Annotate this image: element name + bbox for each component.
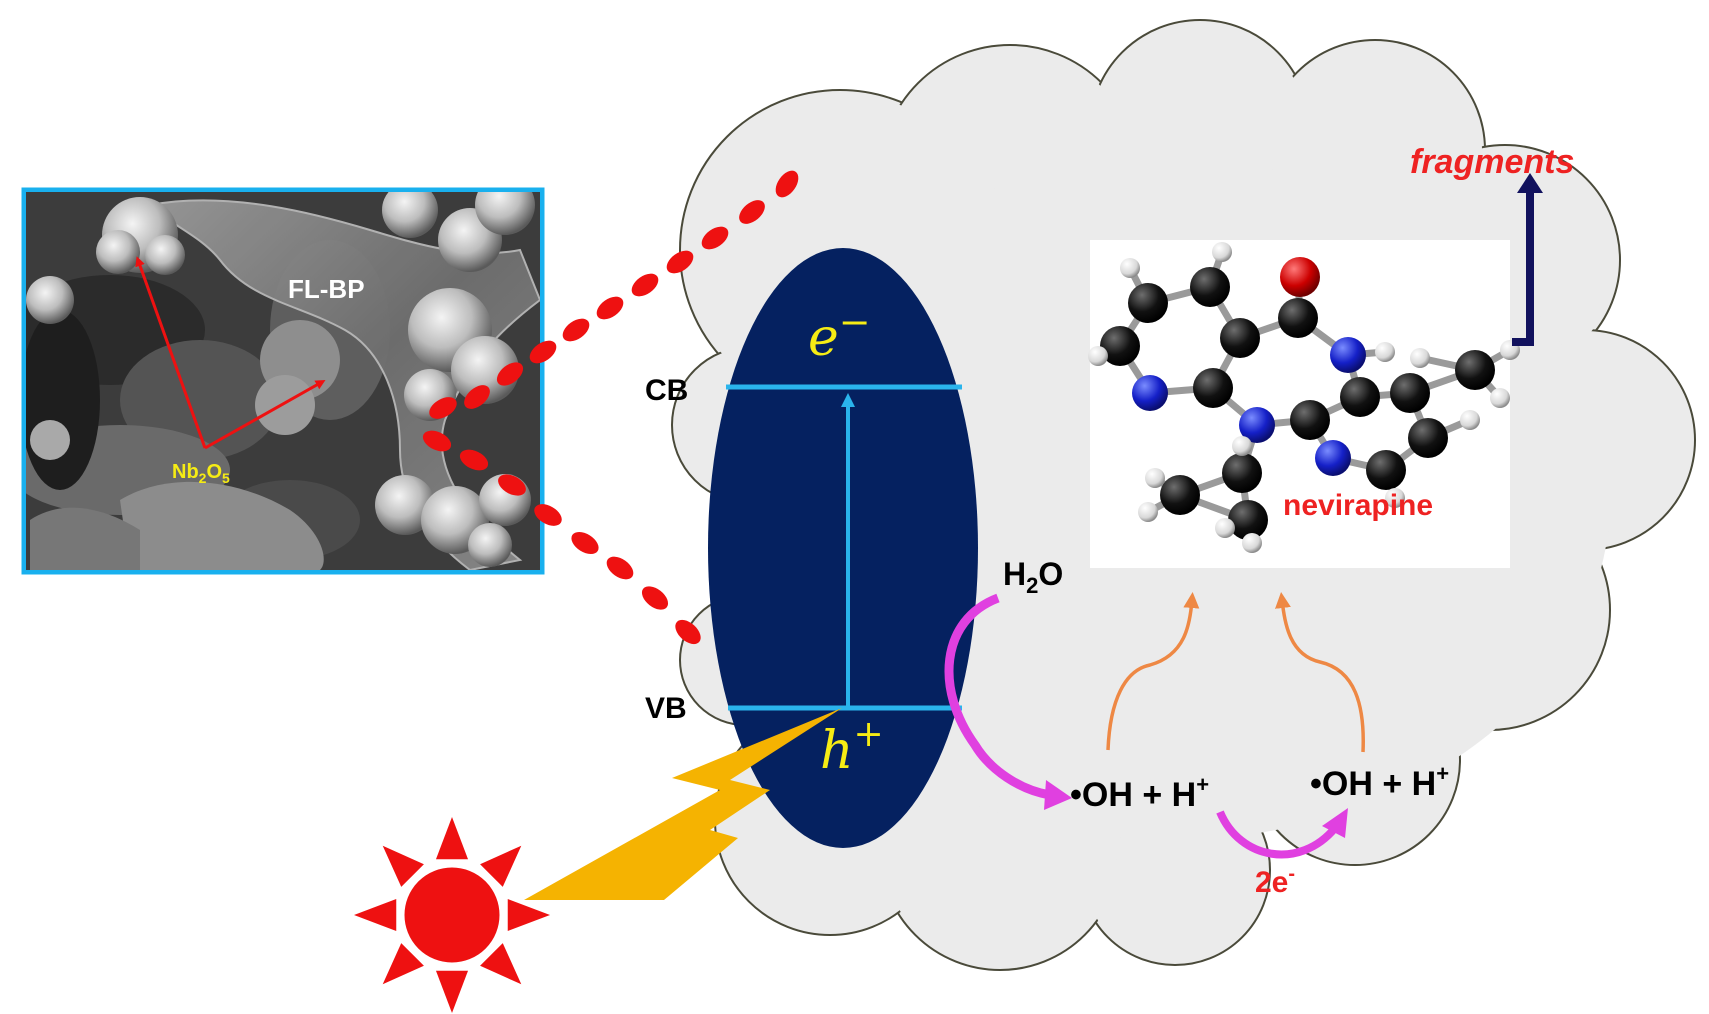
lightning-bolt-icon [524, 708, 842, 900]
nevirapine-label: nevirapine [1283, 489, 1433, 522]
carbon-atom [1340, 377, 1380, 417]
carbon-atom [1390, 373, 1430, 413]
connector-dot [641, 586, 669, 610]
carbon-atom [1100, 326, 1140, 366]
hydrogen-atom [1242, 533, 1262, 553]
carbon-atom [1228, 500, 1268, 540]
sun-ray [435, 817, 469, 860]
nevirapine-molecule-panel: nevirapine [1088, 240, 1520, 568]
nitrogen-atom [1315, 440, 1351, 476]
connector-dot [775, 170, 799, 198]
hydrogen-atom [1120, 258, 1140, 278]
nevirapine-molecule-model [1088, 242, 1520, 553]
cb-label: CB [645, 374, 688, 407]
hydrogen-atom [1375, 342, 1395, 362]
sun-ray [354, 898, 397, 932]
carbon-atom [1278, 298, 1318, 338]
connector-dot [529, 340, 557, 364]
hydrogen-atom [1212, 242, 1232, 262]
connector-dot [496, 362, 524, 386]
nitrogen-atom [1132, 375, 1168, 411]
sun-ray [382, 943, 424, 985]
radical-attack-arrow-right [1275, 592, 1365, 753]
connector-dot [429, 397, 457, 419]
hydrogen-atom [1490, 388, 1510, 408]
sun-disc [399, 862, 505, 968]
two-electrons-label: 2e- [1255, 863, 1295, 899]
sun-ray [435, 970, 469, 1013]
connector-dot [606, 556, 634, 580]
nb2o5-pointer-arrows [135, 256, 326, 450]
hydrogen-atom [1460, 410, 1480, 430]
hydrogen-atom [1385, 488, 1405, 508]
connector-dot [459, 449, 489, 471]
fragmentation-arrow [1512, 173, 1543, 346]
hydrogen-atom [1215, 518, 1235, 538]
sun-ray [480, 943, 522, 985]
connector-dot [562, 318, 590, 342]
oxygen-atom [1280, 257, 1320, 297]
carbon-atom [1190, 267, 1230, 307]
hole-label: h+ [820, 714, 884, 781]
nitrogen-atom [1330, 337, 1366, 373]
sun-icon [354, 817, 550, 1013]
carbon-atom [1408, 418, 1448, 458]
carbon-atom [1160, 475, 1200, 515]
electron-label: e− [808, 300, 871, 368]
carbon-atom [1128, 283, 1168, 323]
carbon-atom [1220, 318, 1260, 358]
sun-ray [507, 898, 550, 932]
sun-ray [480, 845, 522, 887]
hydrogen-atom [1138, 502, 1158, 522]
nb2o5-label: Nb2O5 [172, 461, 230, 486]
connector-dot [422, 430, 452, 452]
connector-dot [464, 385, 490, 409]
radical-attack-arrow-left [1106, 592, 1200, 751]
sun-ray [382, 845, 424, 887]
connector-dot [701, 226, 729, 250]
oxidation-arrow [944, 593, 1072, 810]
connector-dot [666, 250, 694, 274]
connector-dot [631, 273, 659, 297]
connector-dot [498, 474, 526, 496]
carbon-atom [1290, 400, 1330, 440]
connector-dot [675, 619, 701, 645]
connector-dot [534, 504, 562, 526]
zoom-connector-upper [429, 170, 799, 419]
fl-bp-label: FL-BP [288, 274, 365, 304]
sem-image: FL-BP Nb2O5 [21, 187, 545, 575]
nitrogen-atom [1239, 407, 1275, 443]
water-label: H2O [1003, 556, 1063, 598]
hydrogen-atom [1088, 346, 1108, 366]
hydrogen-atom [1145, 468, 1165, 488]
connector-dot [739, 200, 765, 224]
hydroxyl-radical-left: •OH + H+ [1070, 772, 1209, 814]
hydroxyl-radical-right: •OH + H+ [1310, 761, 1449, 803]
vb-label: VB [645, 692, 687, 725]
connector-dot [571, 531, 599, 555]
carbon-atom [1193, 368, 1233, 408]
carbon-atom [1366, 450, 1406, 490]
hydrogen-atom [1232, 436, 1252, 456]
connector-dot [596, 296, 624, 320]
semiconductor-band-ellipse: e− h+ [708, 248, 978, 848]
carbon-atom [1222, 453, 1262, 493]
zoom-connector-lower [422, 430, 701, 645]
hydrogen-atom [1410, 348, 1430, 368]
fragments-label: fragments [1410, 143, 1574, 181]
carbon-atom [1455, 350, 1495, 390]
electron-transfer-arrow [1216, 808, 1348, 859]
